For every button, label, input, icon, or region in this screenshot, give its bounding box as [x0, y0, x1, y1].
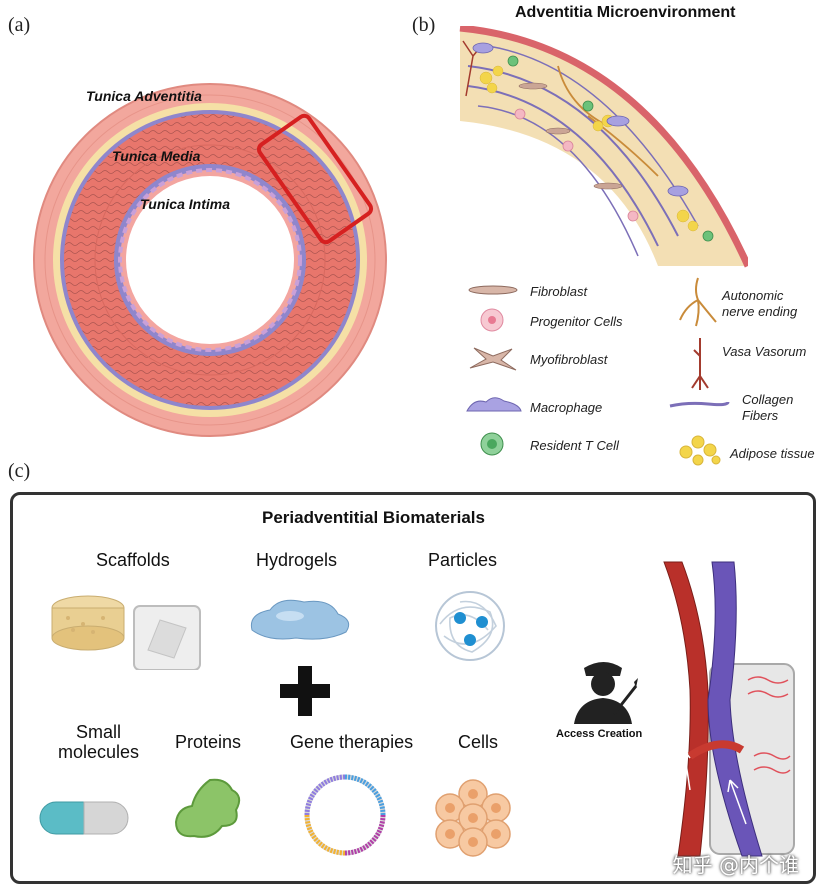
- adventitia-microenvironment-illustration: [459, 26, 748, 268]
- gene-therapy-plasmid-icon: [304, 774, 386, 856]
- protein-icon: [174, 778, 241, 838]
- access-creation-label: Access Creation: [556, 728, 643, 740]
- surgeon-icon: [574, 662, 638, 724]
- plus-icon: [280, 666, 330, 716]
- resident-t-cell-icon: [480, 432, 504, 456]
- category-small-molecules: Small molecules: [58, 722, 140, 762]
- legend-autonomic-nerve-ending: Autonomic nerve ending: [722, 288, 798, 319]
- panel-c-title: Periadventitial Biomaterials: [262, 508, 485, 527]
- category-particles: Particles: [428, 550, 498, 570]
- panel-a-letter: (a): [8, 14, 31, 36]
- fibroblast-icon: [468, 285, 518, 295]
- myofibroblast-icon: [469, 347, 517, 371]
- category-scaffolds: Scaffolds: [96, 550, 170, 570]
- vasa-vasorum-icon: [691, 338, 709, 390]
- label-tunica-media: Tunica Media: [112, 148, 201, 164]
- legend-resident-t-cell: Resident T Cell: [530, 438, 619, 453]
- pill-capsule-icon: [39, 801, 129, 835]
- adipose-tissue-icon: [679, 435, 721, 466]
- panel-b-letter: (b): [412, 14, 436, 36]
- cells-cluster-icon: [435, 779, 511, 857]
- particle-icon: [435, 591, 505, 661]
- legend-fibroblast: Fibroblast: [530, 284, 588, 299]
- highlight-box: [256, 113, 374, 245]
- legend-vasa-vasorum: Vasa Vasorum: [722, 344, 807, 359]
- category-proteins: Proteins: [175, 732, 242, 752]
- macrophage-icon: [466, 397, 522, 412]
- legend-adipose-tissue: Adipose tissue: [730, 446, 815, 461]
- vessel-cross-section: [33, 83, 387, 437]
- watermark: 知乎 @内个谁: [672, 853, 799, 877]
- label-tunica-intima: Tunica Intima: [140, 196, 230, 212]
- legend-myofibroblast: Myofibroblast: [530, 352, 608, 367]
- collagen-fiber-icon: [669, 401, 730, 408]
- category-cells: Cells: [458, 732, 499, 752]
- category-hydrogels: Hydrogels: [256, 550, 338, 570]
- progenitor-cell-icon: [480, 308, 504, 332]
- legend-collagen-fibers: Collagen Fibers: [742, 392, 794, 423]
- hydrogel-icon: [250, 599, 350, 640]
- av-access-illustration: [663, 561, 795, 857]
- category-gene-therapies: Gene therapies: [290, 732, 414, 752]
- panel-c-frame: [10, 492, 816, 884]
- legend-macrophage: Macrophage: [530, 400, 603, 415]
- panel-b-title: Adventitia Microenvironment: [515, 4, 736, 21]
- legend-progenitor-cells: Progenitor Cells: [530, 314, 623, 329]
- label-tunica-adventitia: Tunica Adventitia: [86, 88, 202, 104]
- lumen: [126, 176, 294, 344]
- autonomic-nerve-ending-icon: [679, 277, 717, 327]
- scaffold-sponge-icon: [51, 595, 201, 670]
- panel-c-letter: (c): [8, 460, 31, 482]
